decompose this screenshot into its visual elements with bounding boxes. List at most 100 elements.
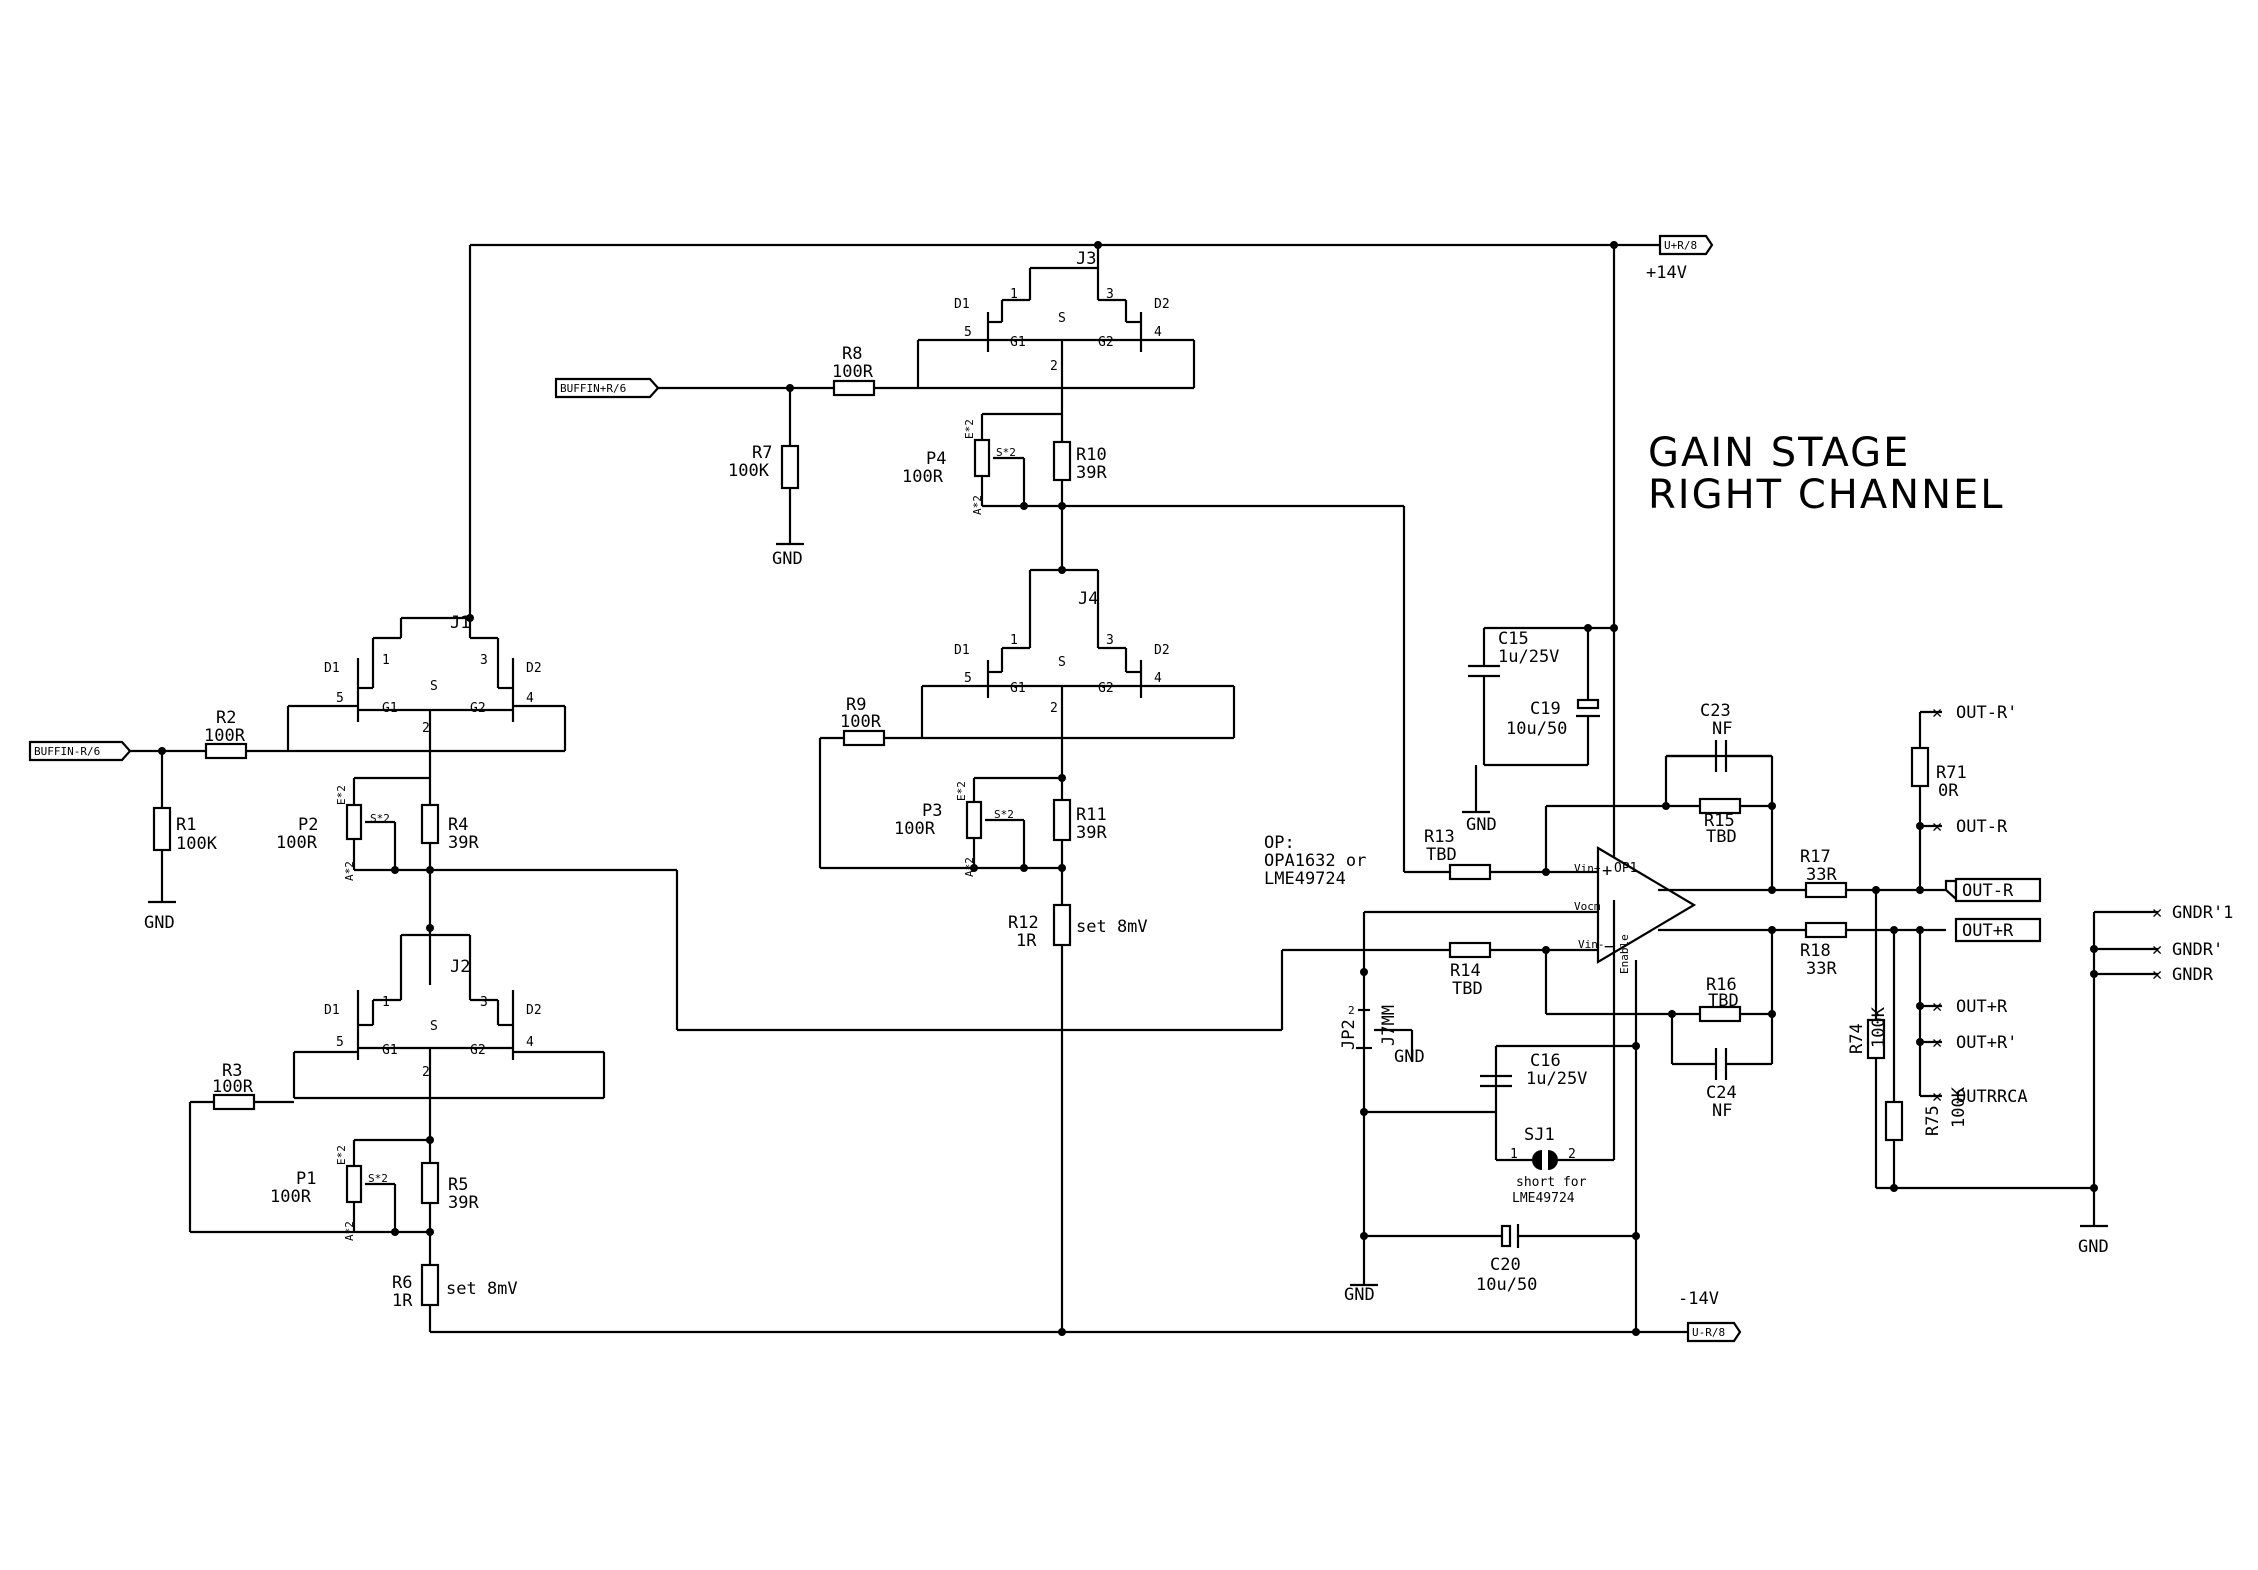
jfet-j1: J1 D1 D2 1 3 S G1 G2 5 4 2 <box>286 613 567 805</box>
op1-minus-sign: − <box>1604 937 1614 957</box>
out-r-x-mark: ✕ <box>1932 817 1942 837</box>
out-p-r-label: OUT+R <box>1962 921 2014 941</box>
p2-name: P2 <box>298 815 318 835</box>
gnd-label-jp2: GND <box>1394 1047 1425 1067</box>
r18-value: 33R <box>1806 959 1837 979</box>
gndr1-label: GNDR'1 <box>2172 903 2233 923</box>
r3-name: R3 <box>222 1061 242 1081</box>
p4-value: 100R <box>902 467 944 487</box>
c19-name: C19 <box>1530 699 1561 719</box>
gnd-label-r7: GND <box>772 549 803 569</box>
p2-a-pin: A*2 <box>343 861 356 881</box>
opamp-outputs: R17 33R R18 33R <box>1658 847 1946 979</box>
j4-g2: G2 <box>1098 681 1114 696</box>
j1-d2: D2 <box>526 661 542 676</box>
j2-g2: G2 <box>470 1043 486 1058</box>
r10-value: 39R <box>1076 463 1107 483</box>
pos-rail-voltage: +14V <box>1646 263 1687 283</box>
p1-value: 100R <box>270 1187 312 1207</box>
r13-name: R13 <box>1424 827 1455 847</box>
decoupling-c15-c19: C15 1u/25V C19 10u/50 GND <box>1462 624 1618 835</box>
output-connectors: OUT-R OUT+R ✕ OUT-R' R71 0R ✕ OUT-R ✕ OU… <box>1847 703 2233 1257</box>
gnd-label-c15: GND <box>1466 815 1497 835</box>
j3-pin5: 5 <box>964 325 972 340</box>
gnd-label-out: GND <box>2078 1237 2109 1257</box>
r13-input: R13 TBD <box>1424 827 1598 881</box>
j3-label: J3 <box>1076 249 1096 269</box>
j4-pin4: 4 <box>1154 671 1162 686</box>
r3-p1-r5-r6-group: R3 100R P1 100R S*2 E*2 A*2 R5 39R R6 1R… <box>188 1061 518 1311</box>
r8-value: 100R <box>832 362 874 382</box>
r74-value: 100K <box>1869 1006 1889 1048</box>
j4-g1: G1 <box>1010 681 1026 696</box>
neg-rail-voltage: -14V <box>1678 1289 1719 1309</box>
r12-name: R12 <box>1008 913 1039 933</box>
c20-name: C20 <box>1490 1255 1521 1275</box>
negative-rail: U-R/8 -14V <box>428 942 1742 1343</box>
outrrca-x-mark: ✕ <box>1932 1087 1942 1107</box>
j1-pin5: 5 <box>336 691 344 706</box>
p2-value: 100R <box>276 833 318 853</box>
j3-pin3: 3 <box>1106 287 1114 302</box>
sj1-pin1: 1 <box>1510 1147 1518 1162</box>
gndr-prime-x: ✕ <box>2152 940 2162 960</box>
p3-name: P3 <box>922 801 942 821</box>
j1-pin1: 1 <box>382 653 390 668</box>
r6-set-note: set 8mV <box>446 1279 518 1299</box>
j2-pin1: 1 <box>382 995 390 1010</box>
out-p-r-prime-label: OUT+R' <box>1956 1033 2017 1053</box>
r11-name: R11 <box>1076 805 1107 825</box>
j2-pin5: 5 <box>336 1035 344 1050</box>
sj1-pin2: 2 <box>1568 1147 1576 1162</box>
op1-pin-vocm: Vocm <box>1574 900 1601 913</box>
r17-name: R17 <box>1800 847 1831 867</box>
r9-p3-r11-r12-group: R9 100R P3 100R S*2 E*2 A*2 R11 39R R12 … <box>818 695 1148 951</box>
sj1-name: SJ1 <box>1524 1125 1555 1145</box>
c15-value: 1u/25V <box>1498 647 1559 667</box>
r4-name: R4 <box>448 815 468 835</box>
c23-name: C23 <box>1700 701 1731 721</box>
r9-value: 100R <box>840 712 882 732</box>
out-r-x-label: OUT-R <box>1956 817 2008 837</box>
input-buffin-pos: BUFFIN+R/6 R7 100K GND R8 100R <box>554 344 918 569</box>
r75-name: R75 <box>1923 1105 1943 1136</box>
j1-label: J1 <box>450 613 470 633</box>
r9-name: R9 <box>846 695 866 715</box>
opamp-op1: OP1 + − Vin+ Vocm Vin- Enable OP: OPA163… <box>1264 833 1697 974</box>
c16-value: 1u/25V <box>1526 1069 1587 1089</box>
vocm-jp2-c16-sj1-c20: JP2 J7MM 2 GND GND C16 1u/25V SJ1 1 2 sh… <box>1339 900 1640 1305</box>
r2-name: R2 <box>216 708 236 728</box>
p4-a-pin: A*2 <box>971 495 984 515</box>
j4-s: S <box>1058 655 1066 670</box>
r6-name: R6 <box>392 1273 412 1293</box>
sj1-note-2: LME49724 <box>1512 1191 1575 1206</box>
j4-pin2: 2 <box>1050 701 1058 716</box>
p3-e-pin: E*2 <box>955 781 968 801</box>
j2-s: S <box>430 1019 438 1034</box>
r7-value: 100K <box>728 461 770 481</box>
j3-pin2: 2 <box>1050 359 1058 374</box>
op1-plus-sign: + <box>1602 861 1612 881</box>
p1-e-pin: E*2 <box>335 1145 348 1165</box>
j3-d1: D1 <box>954 297 970 312</box>
j4-pin1: 1 <box>1010 633 1018 648</box>
j4-d2: D2 <box>1154 643 1170 658</box>
pos-rail-label: U+R/8 <box>1664 239 1697 252</box>
r16-name: R16 <box>1706 975 1737 995</box>
p4-s-pin: S*2 <box>996 446 1016 459</box>
r8-name: R8 <box>842 344 862 364</box>
p4-name: P4 <box>926 449 946 469</box>
jp2-pin2: 2 <box>1348 1004 1355 1017</box>
r74-name: R74 <box>1847 1023 1867 1054</box>
j3-s: S <box>1058 311 1066 326</box>
j4-d1: D1 <box>954 643 970 658</box>
j3-g2: G2 <box>1098 335 1114 350</box>
j4-label: J4 <box>1078 589 1098 609</box>
j1-d1: D1 <box>324 661 340 676</box>
input-buffin-neg: BUFFIN-R/6 R1 100K GND R2 100R <box>28 708 288 933</box>
c15-name: C15 <box>1498 629 1529 649</box>
r75-value: 100K <box>1949 1086 1969 1128</box>
c23-value: NF <box>1712 719 1732 739</box>
out-r-prime-x: ✕ <box>1932 703 1942 723</box>
